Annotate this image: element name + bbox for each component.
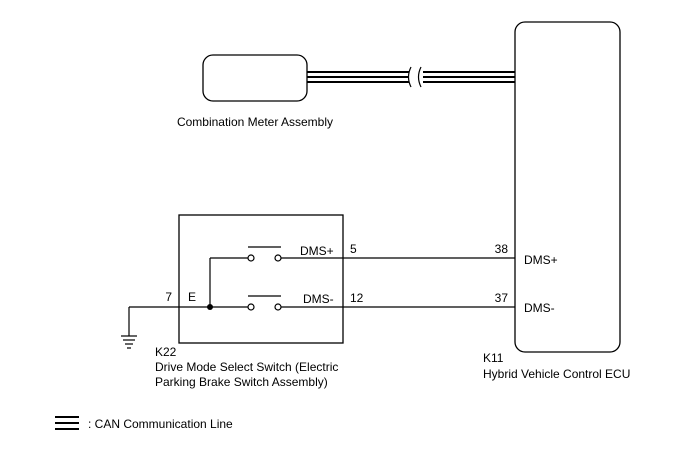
legend-text: : CAN Communication Line <box>88 417 233 431</box>
can-line-legend-icon <box>55 416 79 430</box>
harness-wires <box>128 257 515 336</box>
switch-box <box>178 214 344 344</box>
switch-pin-ground-number: 7 <box>165 290 172 304</box>
ecu-box <box>514 21 621 353</box>
switch-contacts <box>209 246 343 311</box>
switch-name-line2: Parking Brake Switch Assembly) <box>155 375 328 389</box>
combination-meter-box <box>202 54 308 102</box>
line-break-mark <box>407 66 422 88</box>
switch-pin-dms-minus-signal: DMS- <box>303 292 334 306</box>
ground-icon <box>121 335 137 349</box>
ecu-pin-dms-plus-number: 38 <box>495 242 509 256</box>
ecu-name: Hybrid Vehicle Control ECU <box>483 367 630 381</box>
ecu-pin-dms-minus-number: 37 <box>495 291 509 305</box>
ecu-code: K11 <box>483 351 504 365</box>
switch-pin-dms-plus-signal: DMS+ <box>300 244 334 258</box>
switch-pin-ground-signal: E <box>188 290 196 304</box>
switch-pin-dms-plus-number: 5 <box>350 242 357 256</box>
switch-pin-dms-minus-number: 12 <box>350 291 364 305</box>
switch-name-line1: Drive Mode Select Switch (Electric <box>155 360 338 374</box>
combination-meter-label: Combination Meter Assembly <box>177 115 333 129</box>
ecu-pin-dms-minus-signal: DMS- <box>524 301 555 315</box>
ecu-pin-dms-plus-signal: DMS+ <box>524 253 558 267</box>
can-communication-line <box>307 71 515 83</box>
switch-code: K22 <box>155 345 177 359</box>
